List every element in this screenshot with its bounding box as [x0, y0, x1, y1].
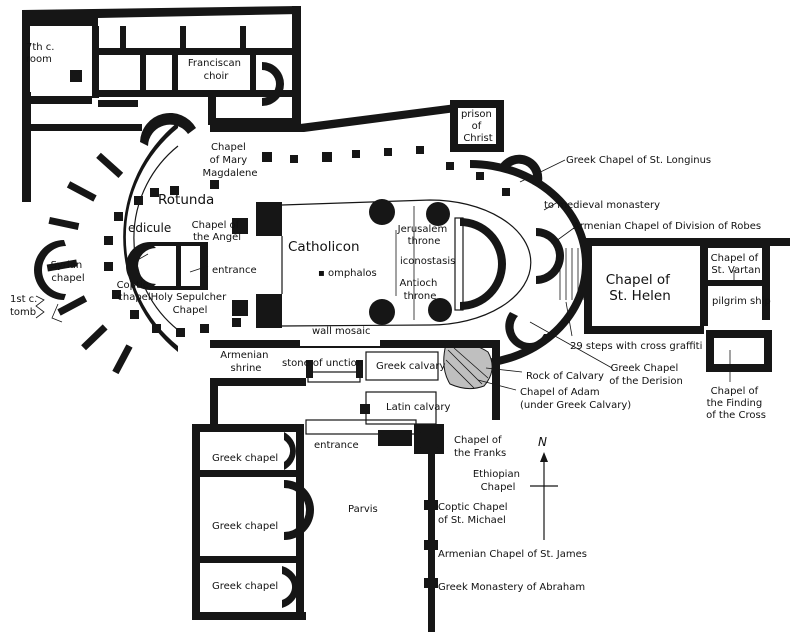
- label-catholicon: Catholicon: [288, 239, 360, 255]
- label-pilgrim-ship: pilgrim ship: [712, 296, 771, 307]
- label-coptic-chapel-michael: Coptic Chapel of St. Michael: [438, 502, 511, 526]
- label-greek-monastery-abraham: Greek Monastery of Abraham: [438, 582, 585, 593]
- label-greek-chapel-3: Greek chapel: [212, 581, 278, 592]
- label-latin-calvary: Latin calvary: [386, 402, 450, 413]
- label-greek-chapel-longinus: Greek Chapel of St. Longinus: [566, 155, 711, 166]
- label-rotunda: Rotunda: [158, 192, 214, 208]
- label-wall-mosaic: wall mosaic: [312, 326, 371, 337]
- label-1st-c-tomb: 1st c. tomb: [10, 294, 41, 318]
- label-29-steps: 29 steps with cross graffiti: [570, 341, 702, 352]
- label-franciscan-choir: Franciscan choir: [188, 58, 244, 82]
- label-parvis: Parvis: [348, 504, 378, 515]
- label-greek-chapel-2: Greek chapel: [212, 521, 278, 532]
- label-to-medieval-monastery: to medieval monastery: [544, 200, 660, 211]
- label-7th-c-room: 7th c. room: [26, 42, 58, 65]
- label-coptic-chapel: Coptic chapel: [117, 280, 152, 303]
- label-chapel-of-the-angel: Chapel of the Angel: [192, 220, 243, 243]
- label-chapel-st-helen: Chapel of St. Helen: [606, 272, 674, 304]
- label-stone-of-unction: stone of unction: [282, 358, 363, 369]
- label-armenian-chapel-robes: Armenian Chapel of Division of Robes: [573, 221, 761, 232]
- label-antioch-throne: Antioch throne: [399, 278, 440, 302]
- label-chapel-st-vartan: Chapel of St. Vartan: [711, 253, 762, 276]
- label-chapel-of-adam: Chapel of Adam (under Greek Calvary): [520, 387, 631, 411]
- label-edicule: edicule: [128, 221, 171, 235]
- label-jerusalem-throne: Jerusalem throne: [397, 224, 451, 247]
- walls: [22, 6, 790, 632]
- label-armenian-shrine: Armenian shrine: [220, 350, 271, 374]
- label-iconostasis: iconostasis: [400, 256, 455, 267]
- label-holy-sepulcher-chapel: Holy Sepulcher Chapel: [151, 292, 230, 316]
- label-prison-of-christ: prison of Christ: [461, 109, 495, 144]
- label-greek-chapel-1: Greek chapel: [212, 453, 278, 464]
- leader-lines: [133, 159, 735, 391]
- label-greek-chapel-derision: Greek Chapel of the Derision: [609, 363, 683, 387]
- label-entrance-main: entrance: [314, 440, 359, 451]
- label-armenian-chapel-james: Armenian Chapel of St. James: [438, 549, 587, 560]
- label-chapel-finding-cross: Chapel of the Finding of the Cross: [706, 386, 766, 421]
- label-north: N: [538, 435, 547, 449]
- label-ethiopian-chapel: Ethiopian Chapel: [473, 469, 523, 493]
- label-chapel-of-franks: Chapel of the Franks: [454, 435, 506, 459]
- label-chapel-mary-magdalene: Chapel of Mary Magdalene: [203, 142, 258, 179]
- label-omphalos: ▪ omphalos: [318, 268, 377, 279]
- north-arrow: [530, 452, 558, 540]
- label-rock-of-calvary: Rock of Calvary: [526, 371, 604, 382]
- label-entrance-edicule: entrance: [212, 265, 257, 276]
- label-greek-calvary: Greek calvary: [376, 361, 445, 372]
- label-syrian-chapel: Syrian chapel: [51, 260, 86, 284]
- labels: 7th c. room Franciscan choir prison of C…: [10, 42, 771, 593]
